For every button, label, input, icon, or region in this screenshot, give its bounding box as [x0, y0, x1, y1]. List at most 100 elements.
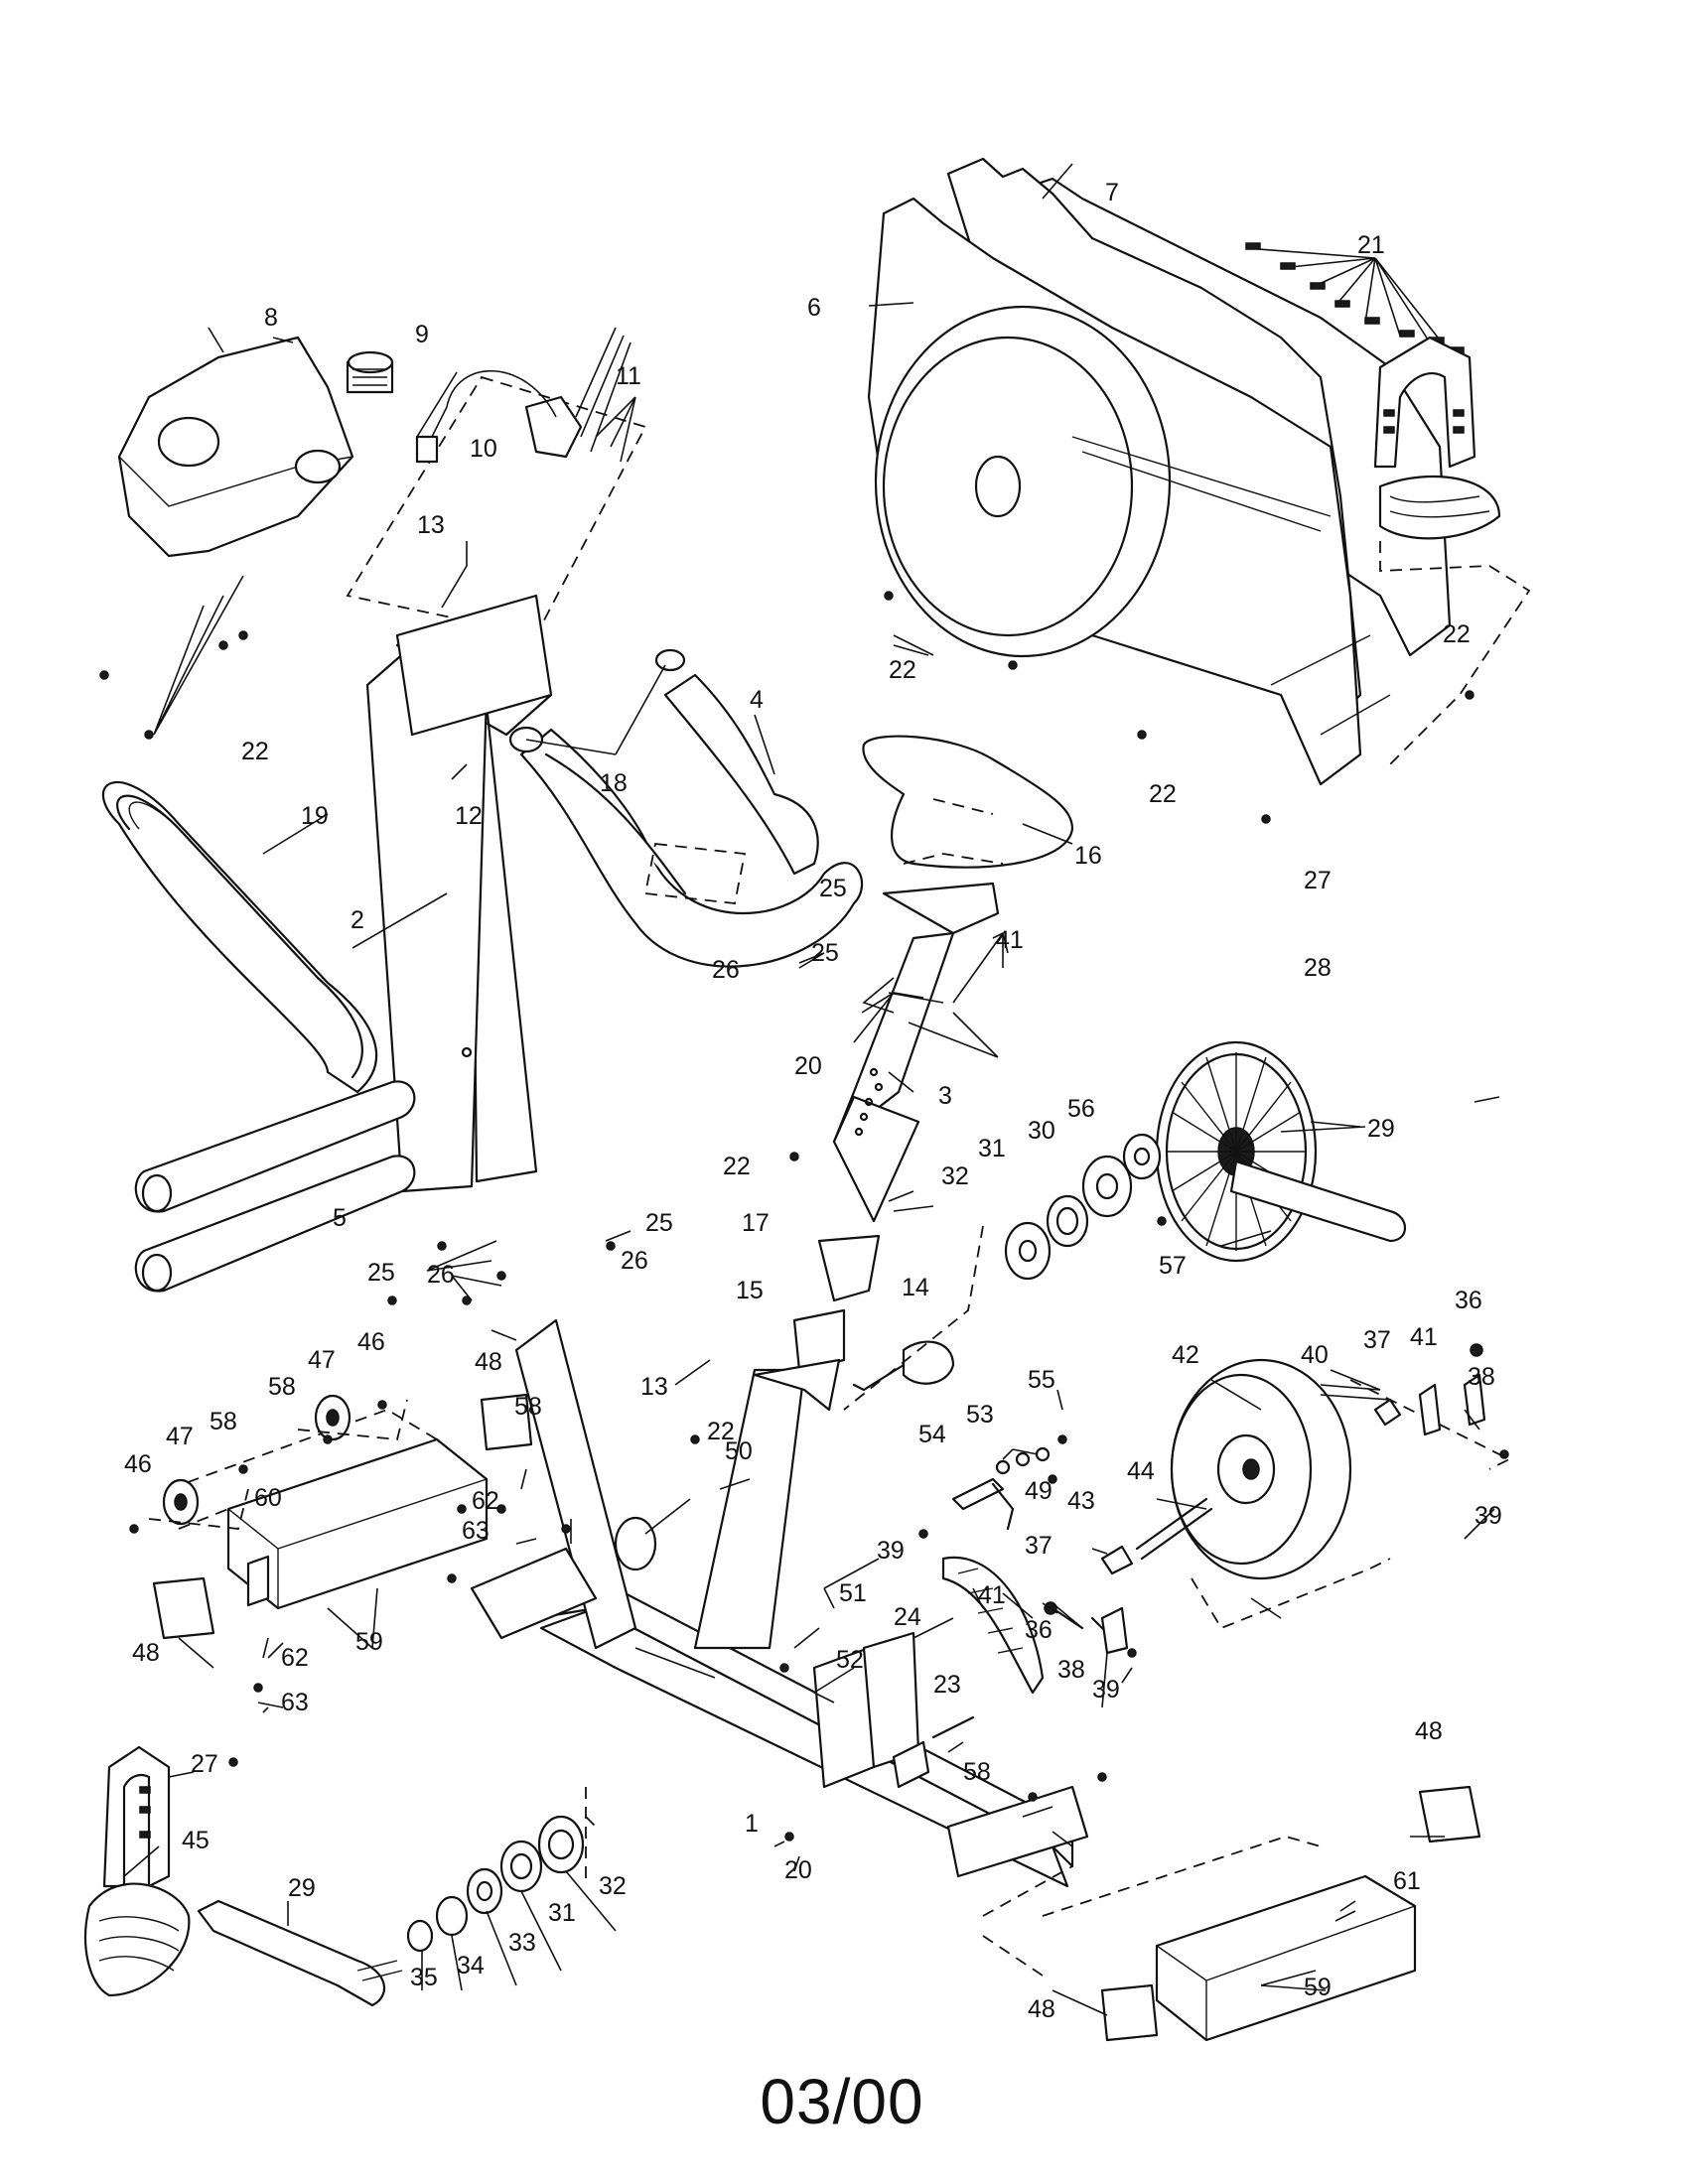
callout-22d: 22 [1443, 620, 1471, 648]
callout-48a: 48 [475, 1348, 502, 1376]
callout-12: 12 [455, 802, 483, 830]
callout-55: 55 [1028, 1366, 1055, 1394]
callout-59a: 59 [355, 1628, 383, 1656]
callout-37a: 37 [1363, 1326, 1391, 1354]
callout-58b: 58 [210, 1408, 237, 1435]
callout-1: 1 [745, 1810, 759, 1838]
rear-stabilizer-61 [982, 1836, 1417, 2042]
adapter-blocks [792, 1225, 984, 1411]
end-caps-48 [152, 1393, 1481, 2042]
callout-48d: 48 [1028, 1995, 1055, 2023]
callout-43: 43 [1067, 1487, 1095, 1515]
callout-46b: 46 [124, 1450, 152, 1478]
seat-post-3 [832, 882, 1000, 1223]
callout-59b: 59 [1304, 1974, 1332, 2001]
callout-19: 19 [301, 802, 329, 830]
callout-38a: 38 [1468, 1363, 1495, 1391]
callout-22a: 22 [241, 738, 269, 765]
callout-38b: 38 [1057, 1656, 1085, 1684]
callout-23: 23 [933, 1671, 961, 1699]
callout-15: 15 [736, 1277, 764, 1304]
handlebar-4 [508, 648, 864, 968]
callout-18: 18 [600, 769, 628, 797]
callout-2: 2 [351, 906, 364, 934]
seat-16 [862, 735, 1074, 869]
callout-9: 9 [415, 321, 429, 348]
callout-36b: 36 [1025, 1616, 1052, 1644]
callout-21: 21 [1357, 231, 1385, 259]
callout-26c: 26 [621, 1247, 648, 1275]
callout-47b: 47 [166, 1423, 194, 1450]
fastener-dots [99, 591, 1509, 1842]
callout-48b: 48 [132, 1639, 160, 1667]
callout-41a: 41 [996, 926, 1024, 954]
callout-26a: 26 [712, 956, 740, 984]
callout-10: 10 [470, 435, 497, 463]
callout-50: 50 [725, 1437, 753, 1465]
callout-62b: 62 [281, 1644, 309, 1672]
front-stabilizer-60 [168, 1409, 489, 1610]
brake-hardware [1044, 1343, 1486, 1655]
callout-47a: 47 [308, 1346, 336, 1374]
callout-16: 16 [1074, 842, 1102, 870]
callout-39c: 39 [1092, 1676, 1120, 1704]
callout-41c: 41 [978, 1581, 1006, 1609]
callout-60: 60 [254, 1484, 282, 1512]
callout-32a: 32 [941, 1162, 969, 1190]
callout-63a: 63 [462, 1517, 490, 1545]
callout-26b: 26 [427, 1261, 455, 1289]
flywheel-assembly [1100, 1358, 1512, 1630]
callout-44: 44 [1127, 1457, 1155, 1485]
callout-22b: 22 [889, 656, 916, 684]
callout-30: 30 [1028, 1117, 1055, 1145]
callout-39a: 39 [1474, 1502, 1502, 1530]
handle-tubes-5 [134, 1080, 416, 1293]
callout-labels: 1 2 3 4 5 6 7 8 9 10 11 12 13 13 14 15 1… [124, 179, 1502, 2023]
callout-4: 4 [750, 686, 764, 714]
callout-28: 28 [1304, 954, 1332, 982]
callout-48c: 48 [1415, 1717, 1443, 1745]
callout-58c: 58 [514, 1393, 542, 1421]
callout-49: 49 [1025, 1477, 1052, 1505]
callout-58d: 58 [963, 1758, 991, 1786]
callout-37b: 37 [1025, 1532, 1052, 1560]
callout-62a: 62 [472, 1487, 499, 1515]
callout-22f: 22 [707, 1418, 735, 1445]
callout-45: 45 [182, 1827, 210, 1854]
callout-40: 40 [1301, 1341, 1329, 1369]
callout-54: 54 [918, 1421, 946, 1448]
transport-wheels-47 [148, 1394, 408, 1530]
callout-25b: 25 [811, 939, 839, 967]
callout-24: 24 [894, 1603, 921, 1631]
callout-20b: 20 [784, 1856, 812, 1884]
callout-29a: 29 [1367, 1115, 1395, 1143]
callout-53: 53 [966, 1401, 994, 1429]
callout-57: 57 [1159, 1252, 1187, 1280]
callout-29b: 29 [288, 1874, 316, 1902]
bearing-stack-right [1004, 1133, 1162, 1281]
callout-17: 17 [742, 1209, 770, 1237]
callout-11: 11 [616, 362, 641, 390]
callout-22e: 22 [723, 1153, 751, 1180]
console-housing [117, 336, 394, 558]
callout-61: 61 [1393, 1867, 1421, 1895]
callout-31b: 31 [548, 1899, 576, 1927]
rear-shroud-covers [867, 157, 1452, 786]
drive-belt-19 [101, 781, 378, 1094]
date-code: 03/00 [760, 2066, 924, 2137]
callout-34: 34 [457, 1952, 485, 1979]
callout-3: 3 [938, 1082, 952, 1110]
callout-leaders [123, 163, 1500, 2016]
callout-20a: 20 [794, 1052, 822, 1080]
callout-33: 33 [508, 1929, 536, 1957]
callout-5: 5 [333, 1204, 347, 1232]
callout-14: 14 [902, 1274, 929, 1301]
callout-27b: 27 [191, 1750, 218, 1778]
callout-56: 56 [1067, 1095, 1095, 1123]
callout-63b: 63 [281, 1689, 309, 1716]
callout-36a: 36 [1455, 1287, 1482, 1314]
callout-58a: 58 [268, 1373, 296, 1401]
left-pedal-crank [83, 1745, 597, 2007]
